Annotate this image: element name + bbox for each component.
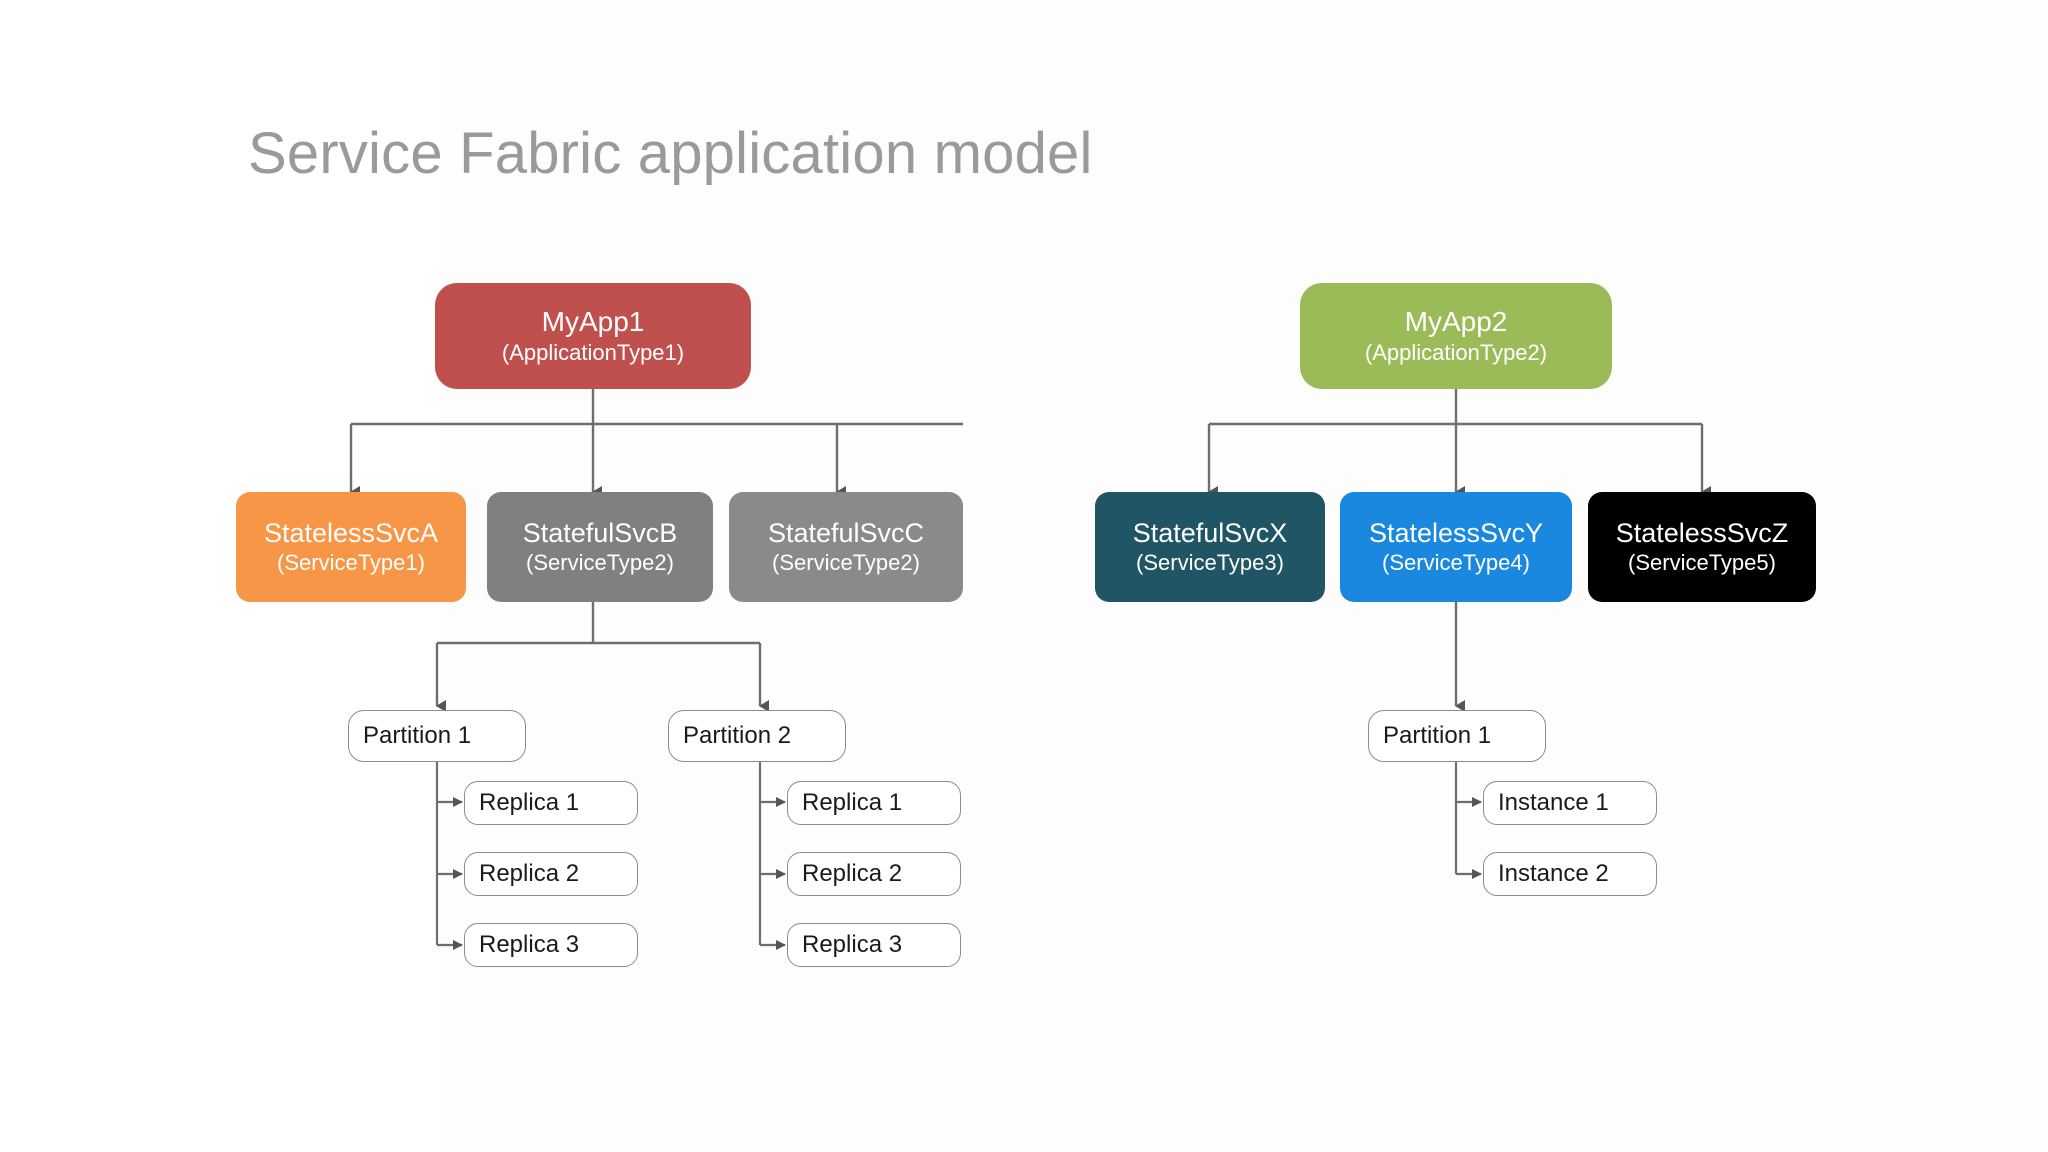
service-node-statefulsvcc[interactable]: StatefulSvcC (ServiceType2): [729, 492, 963, 602]
app-name: MyApp1: [541, 305, 645, 337]
replica-label: Replica 3: [479, 930, 580, 958]
instance-label: Instance 1: [1498, 788, 1609, 816]
service-name: StatefulSvcC: [767, 517, 925, 548]
replica-label: Replica 3: [802, 930, 903, 958]
app-node-myapp2[interactable]: MyApp2 (ApplicationType2): [1300, 283, 1612, 389]
instance-node-y1-i1[interactable]: Instance 1: [1483, 781, 1657, 825]
service-node-statelesssvcz[interactable]: StatelessSvcZ (ServiceType5): [1588, 492, 1816, 602]
service-type: (ServiceType2): [772, 550, 920, 576]
replica-label: Replica 2: [802, 859, 903, 887]
app-type: (ApplicationType1): [501, 339, 685, 365]
service-node-statefulsvcb[interactable]: StatefulSvcB (ServiceType2): [487, 492, 713, 602]
replica-node-b2-r2[interactable]: Replica 2: [787, 852, 961, 896]
instance-node-y1-i2[interactable]: Instance 2: [1483, 852, 1657, 896]
service-type: (ServiceType1): [277, 550, 425, 576]
partition-label: Partition 1: [363, 721, 472, 749]
app-type: (ApplicationType2): [1364, 339, 1548, 365]
app-node-myapp1[interactable]: MyApp1 (ApplicationType1): [435, 283, 751, 389]
page-title: Service Fabric application model: [248, 121, 1093, 186]
partition-node-b-2[interactable]: Partition 2: [668, 710, 846, 762]
app-name: MyApp2: [1404, 305, 1508, 337]
service-node-statefulsvcx[interactable]: StatefulSvcX (ServiceType3): [1095, 492, 1325, 602]
replica-node-b2-r3[interactable]: Replica 3: [787, 923, 961, 967]
replica-label: Replica 2: [479, 859, 580, 887]
service-name: StatefulSvcB: [522, 517, 678, 548]
service-type: (ServiceType2): [526, 550, 674, 576]
service-name: StatelessSvcY: [1368, 517, 1544, 548]
replica-node-b1-r1[interactable]: Replica 1: [464, 781, 638, 825]
replica-node-b1-r2[interactable]: Replica 2: [464, 852, 638, 896]
replica-node-b2-r1[interactable]: Replica 1: [787, 781, 961, 825]
service-node-statelesssvcy[interactable]: StatelessSvcY (ServiceType4): [1340, 492, 1572, 602]
partition-label: Partition 2: [683, 721, 792, 749]
replica-node-b1-r3[interactable]: Replica 3: [464, 923, 638, 967]
instance-label: Instance 2: [1498, 859, 1609, 887]
service-type: (ServiceType4): [1382, 550, 1530, 576]
replica-label: Replica 1: [802, 788, 903, 816]
service-node-statelesssvca[interactable]: StatelessSvcA (ServiceType1): [236, 492, 466, 602]
service-type: (ServiceType3): [1136, 550, 1284, 576]
service-name: StatefulSvcX: [1132, 517, 1288, 548]
replica-label: Replica 1: [479, 788, 580, 816]
service-type: (ServiceType5): [1628, 550, 1776, 576]
service-name: StatelessSvcA: [263, 517, 439, 548]
partition-label: Partition 1: [1383, 721, 1492, 749]
service-name: StatelessSvcZ: [1615, 517, 1789, 548]
partition-node-b-1[interactable]: Partition 1: [348, 710, 526, 762]
partition-node-y-1[interactable]: Partition 1: [1368, 710, 1546, 762]
